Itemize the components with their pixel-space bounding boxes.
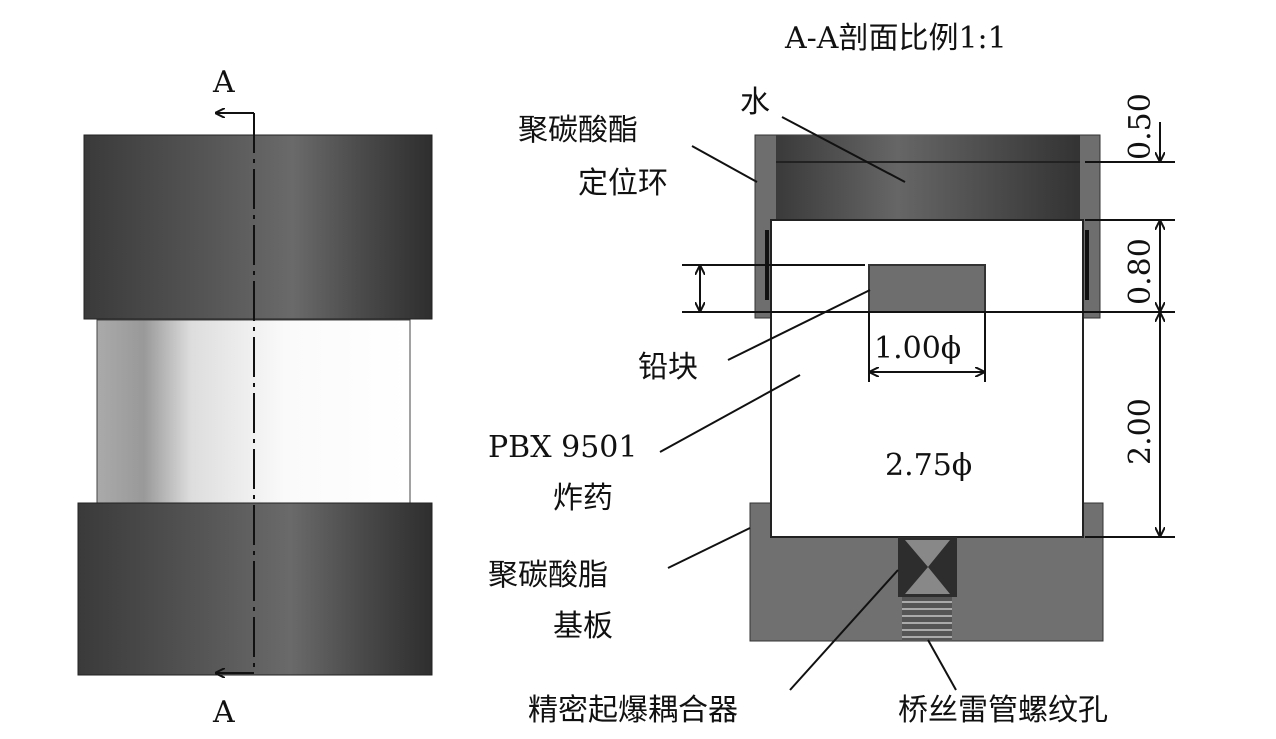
label-lead: 铅块: [638, 350, 698, 385]
label-base-2: 基板: [553, 609, 613, 644]
dimensions: 0.50 0.80 2.00 1.00ϕ 2.75ϕ: [682, 93, 1175, 538]
annotations: 聚碳酸酯 定位环 水 铅块 PBX 9501 炸药 聚碳酸脂 基板 精密起爆耦合…: [488, 85, 1108, 728]
label-water: 水: [740, 85, 770, 120]
label-explosive-2: 炸药: [553, 481, 613, 516]
dim-lead-diameter: 1.00ϕ: [874, 331, 961, 366]
dim-water-height: 0.50: [1123, 93, 1158, 160]
lead-block: [868, 264, 986, 313]
section-mark-top: A: [212, 65, 235, 100]
dim-explosive-height: 2.00: [1123, 398, 1158, 465]
section-view: [749, 134, 1104, 642]
thread-hole: [902, 597, 952, 641]
label-explosive-1: PBX 9501: [488, 430, 637, 465]
label-coupler: 精密起爆耦合器: [528, 693, 738, 728]
top-cap: [83, 134, 433, 320]
section-mark-bottom: A: [212, 695, 235, 730]
label-ring-2: 定位环: [578, 166, 668, 201]
section-title: A-A剖面比例1:1: [784, 21, 1007, 56]
water-layer: [776, 135, 1080, 221]
dim-explosive-diameter: 2.75ϕ: [885, 448, 972, 483]
label-base-1: 聚碳酸脂: [488, 558, 608, 593]
label-thread-hole: 桥丝雷管螺纹孔: [898, 693, 1108, 728]
label-ring-1: 聚碳酸酯: [518, 113, 638, 148]
dim-lead-gap: 0.80: [1123, 238, 1158, 305]
external-view: A A: [77, 65, 433, 730]
